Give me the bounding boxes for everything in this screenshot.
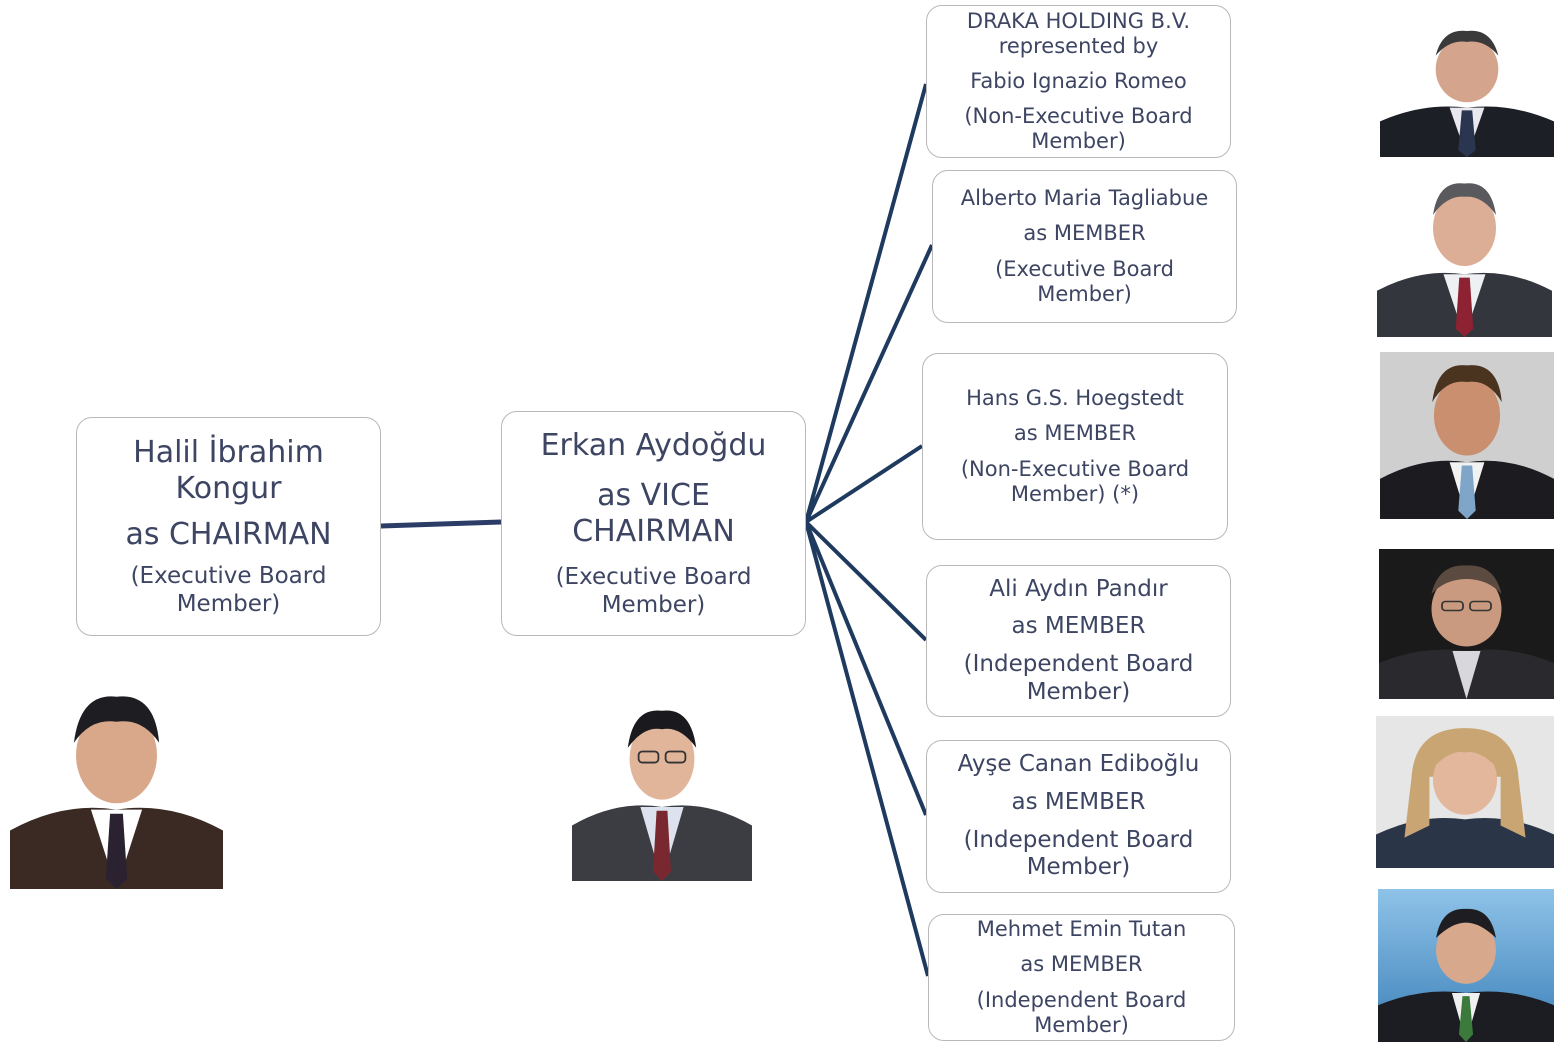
chairman-role: as CHAIRMAN <box>125 516 332 552</box>
member-6-role: as MEMBER <box>1020 952 1143 977</box>
member-4-role: as MEMBER <box>1011 613 1146 640</box>
member-3-type: (Non-Executive Board Member) (*) <box>960 456 1190 506</box>
connector-member-3 <box>804 444 924 524</box>
member-box-6: Mehmet Emin Tutan as MEMBER (Independent… <box>928 914 1235 1041</box>
member-2-type: (Executive Board Member) <box>995 256 1174 306</box>
member-1-company: DRAKA HOLDING B.V. <box>966 8 1191 33</box>
member-1-rep: represented by <box>998 33 1159 58</box>
member-4-photo <box>1379 549 1554 699</box>
connector-member-1 <box>804 83 928 523</box>
member-3-name: Hans G.S. Hoegstedt <box>966 386 1184 411</box>
member-5-type: (Independent Board Member) <box>963 826 1194 881</box>
vice-chairman-type: (Executive Board Member) <box>555 563 752 618</box>
chairman-name: Halil İbrahim Kongur <box>133 434 324 506</box>
vice-chairman-box: Erkan Aydoğdu as VICE CHAIRMAN (Executiv… <box>501 411 806 636</box>
member-box-2: Alberto Maria Tagliabue as MEMBER (Execu… <box>932 170 1237 323</box>
chairman-vice-connector <box>380 519 502 529</box>
member-6-name: Mehmet Emin Tutan <box>976 917 1187 942</box>
member-5-photo <box>1376 716 1554 868</box>
member-2-photo <box>1377 172 1552 337</box>
member-3-photo <box>1380 352 1554 519</box>
member-4-name: Ali Aydın Pandır <box>989 575 1168 602</box>
vice-chairman-name: Erkan Aydoğdu <box>540 427 767 463</box>
member-5-role: as MEMBER <box>1011 788 1146 815</box>
member-1-photo <box>1380 20 1554 157</box>
connector-member-2 <box>804 244 934 523</box>
member-box-4: Ali Aydın Pandır as MEMBER (Independent … <box>926 565 1231 717</box>
chairman-box: Halil İbrahim Kongur as CHAIRMAN (Execut… <box>76 417 381 636</box>
connector-member-6 <box>804 521 930 977</box>
vice-chairman-photo <box>572 696 752 881</box>
member-6-type: (Independent Board Member) <box>976 987 1187 1037</box>
chairman-photo <box>10 680 223 889</box>
member-2-role: as MEMBER <box>1023 221 1146 246</box>
member-2-name: Alberto Maria Tagliabue <box>960 186 1209 211</box>
vice-chairman-role: as VICE CHAIRMAN <box>572 477 735 549</box>
member-box-1: DRAKA HOLDING B.V. represented by Fabio … <box>926 5 1231 158</box>
member-1-person: Fabio Ignazio Romeo <box>970 68 1187 93</box>
member-5-name: Ayşe Canan Ediboğlu <box>957 751 1200 778</box>
member-6-photo <box>1378 889 1554 1042</box>
chairman-type: (Executive Board Member) <box>130 562 327 617</box>
connector-member-4 <box>804 520 928 642</box>
member-4-type: (Independent Board Member) <box>963 651 1194 705</box>
member-box-5: Ayşe Canan Ediboğlu as MEMBER (Independe… <box>926 740 1231 893</box>
member-1-type: (Non-Executive Board Member) <box>964 104 1193 154</box>
connector-member-5 <box>804 521 928 816</box>
member-3-role: as MEMBER <box>1013 421 1137 446</box>
member-box-3: Hans G.S. Hoegstedt as MEMBER (Non-Execu… <box>922 353 1228 540</box>
